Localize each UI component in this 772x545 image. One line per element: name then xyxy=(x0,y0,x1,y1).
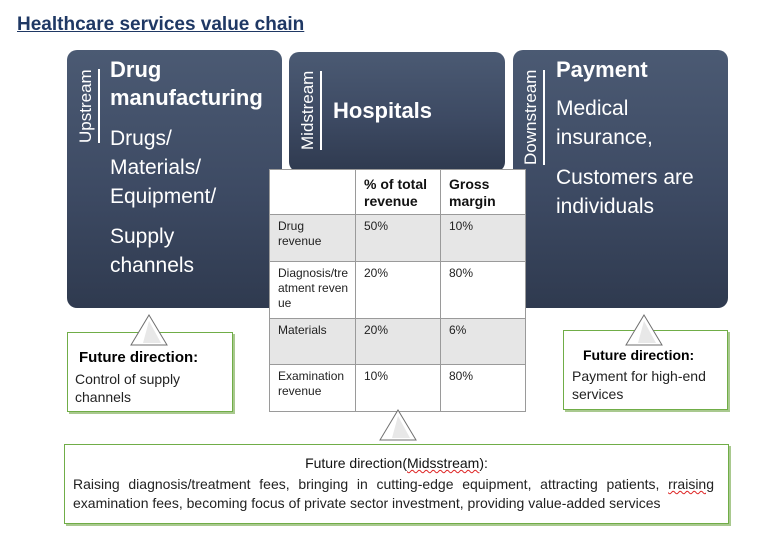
table-row: Examination revenue 10% 80% xyxy=(269,364,526,412)
callout-body: Payment for high-end services xyxy=(572,368,706,402)
midstream-callout-pointer xyxy=(379,409,417,441)
callout-heading-word: Midsstream xyxy=(407,455,480,471)
table-header-cell xyxy=(269,169,356,215)
table-header-row: % of total revenue Gross margin xyxy=(269,169,526,215)
downstream-item: individuals xyxy=(556,195,655,218)
upstream-item: Supply xyxy=(110,225,175,248)
upstream-heading-line-2: manufacturing xyxy=(110,85,263,110)
midstream-box: Midstream Hospitals xyxy=(289,52,505,172)
callout-heading: Future direction(Midsstream): xyxy=(65,455,728,471)
upstream-items: Drugs/ Materials/ Equipment/ Supply chan… xyxy=(110,124,216,280)
callout-body: Raising diagnosis/treatment fees, bringi… xyxy=(73,475,714,513)
table-cell: 10% xyxy=(355,364,441,412)
table-cell: Materials xyxy=(269,318,356,365)
table-cell: 80% xyxy=(440,261,526,319)
table-header-cell: % of total revenue xyxy=(355,169,441,215)
callout-heading-prefix: Future direction( xyxy=(305,455,407,471)
table-row: Diagnosis/treatment revenue 20% 80% xyxy=(269,261,526,319)
downstream-item: insurance, xyxy=(556,126,653,149)
table-cell: 6% xyxy=(440,318,526,365)
table-row: Materials 20% 6% xyxy=(269,318,526,365)
callout-body: Control of supply channels xyxy=(75,371,181,405)
table-cell: 20% xyxy=(355,318,441,365)
table-cell: 80% xyxy=(440,364,526,412)
table-row: Drug revenue 50% 10% xyxy=(269,214,526,262)
downstream-items: Medical insurance, Customers are individ… xyxy=(556,94,694,221)
upstream-box: Upstream Drug manufacturing Drugs/ Mater… xyxy=(67,50,282,308)
upstream-item: Drugs/ xyxy=(110,127,172,150)
midstream-future-callout: Future direction(Midsstream): Raising di… xyxy=(64,444,729,524)
downstream-callout-pointer xyxy=(625,314,663,346)
callout-body-line1: Raising diagnosis/treatment fees, bringi… xyxy=(73,476,660,492)
upstream-callout-pointer xyxy=(130,314,168,346)
downstream-box: Downstream Payment Medical insurance, Cu… xyxy=(513,50,728,308)
upstream-item: Equipment/ xyxy=(110,185,217,208)
callout-heading: Future direction: xyxy=(79,349,199,366)
table-cell: 10% xyxy=(440,214,526,262)
upstream-heading: Drug manufacturing xyxy=(110,56,263,112)
callout-body-rest: examination fees, becoming focus of priv… xyxy=(73,495,661,511)
upstream-label: Upstream xyxy=(76,69,100,143)
midstream-label: Midstream xyxy=(298,70,322,150)
downstream-item: Customers are xyxy=(556,166,694,189)
callout-heading-suffix: ): xyxy=(479,455,488,471)
table-header-cell: Gross margin xyxy=(440,169,526,215)
page-title: Healthcare services value chain xyxy=(17,14,305,35)
upstream-item: channels xyxy=(110,254,195,277)
downstream-heading: Payment xyxy=(556,57,648,82)
revenue-table: % of total revenue Gross margin Drug rev… xyxy=(269,169,526,412)
callout-heading: Future direction: xyxy=(583,347,695,363)
upstream-item: Materials/ xyxy=(110,156,202,179)
table-cell: Drug revenue xyxy=(269,214,356,262)
table-cell: 50% xyxy=(355,214,441,262)
table-cell: Diagnosis/treatment revenue xyxy=(269,261,356,319)
table-cell: 20% xyxy=(355,261,441,319)
upstream-heading-line-1: Drug xyxy=(110,57,162,82)
midstream-heading: Hospitals xyxy=(333,98,433,123)
downstream-label: Downstream xyxy=(521,69,545,165)
downstream-item: Medical xyxy=(556,97,629,120)
table-cell: Examination revenue xyxy=(269,364,356,412)
callout-body-word: rraising xyxy=(668,476,714,492)
